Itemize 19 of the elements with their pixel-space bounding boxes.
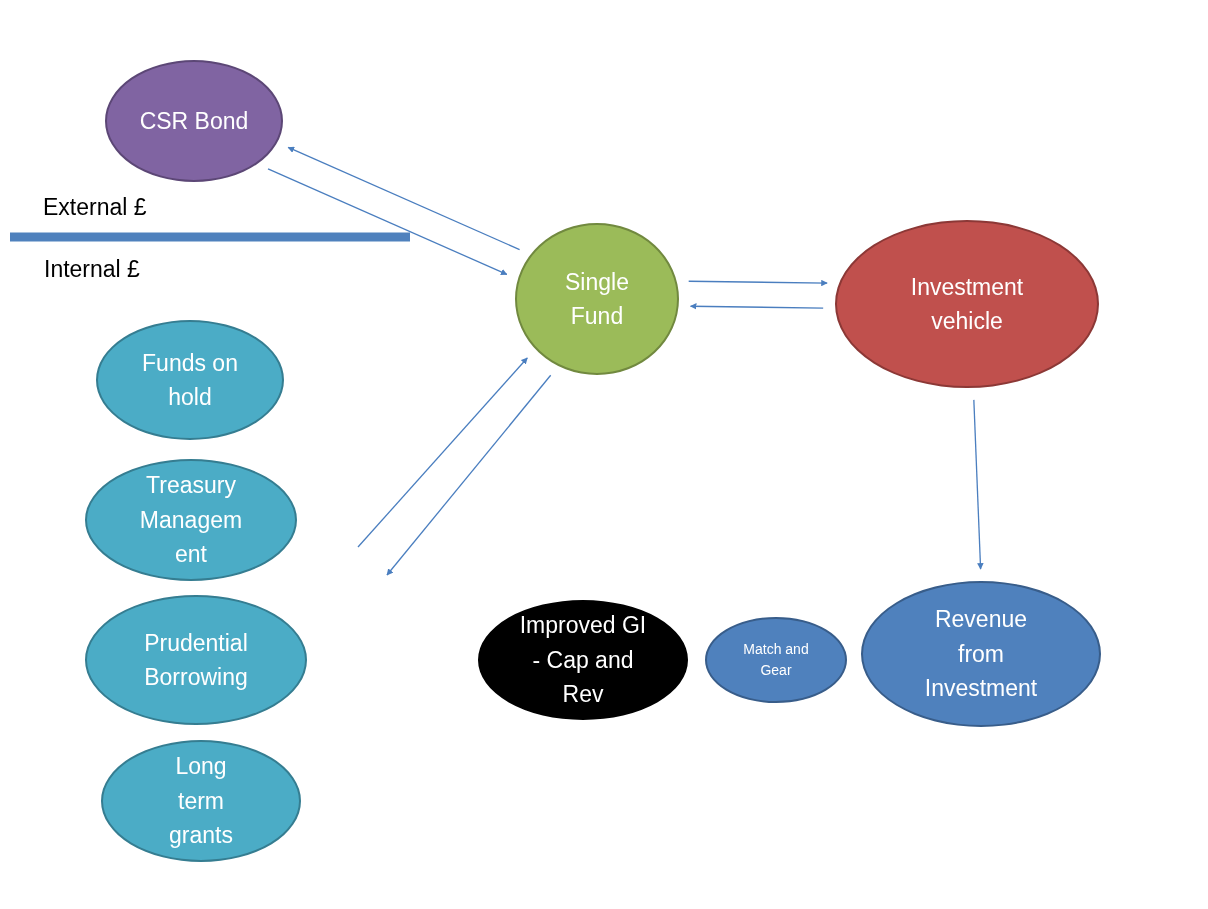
arrow: [688, 279, 828, 287]
node-label: Long term grants: [168, 752, 234, 851]
node-label: Treasury Management: [138, 471, 244, 570]
arrow: [386, 374, 552, 576]
region-label: Internal £: [44, 256, 140, 283]
arrow: [690, 303, 824, 310]
node-label: Funds on hold: [141, 348, 239, 412]
region-label: External £: [43, 194, 147, 221]
node-label: Match and Gear: [742, 640, 810, 680]
node-label: CSR Bond: [139, 106, 249, 136]
arrow: [287, 146, 521, 251]
node-label: Single Fund: [564, 267, 630, 331]
node-label: Revenue from Investment: [923, 605, 1039, 704]
arrow: [267, 168, 508, 276]
arrow: [357, 357, 528, 548]
node-label: Improved GI - Cap and Rev: [518, 611, 648, 710]
arrow: [973, 399, 984, 570]
node-label: Prudential Borrowing: [143, 628, 249, 692]
node-label: Investment vehicle: [909, 272, 1025, 336]
